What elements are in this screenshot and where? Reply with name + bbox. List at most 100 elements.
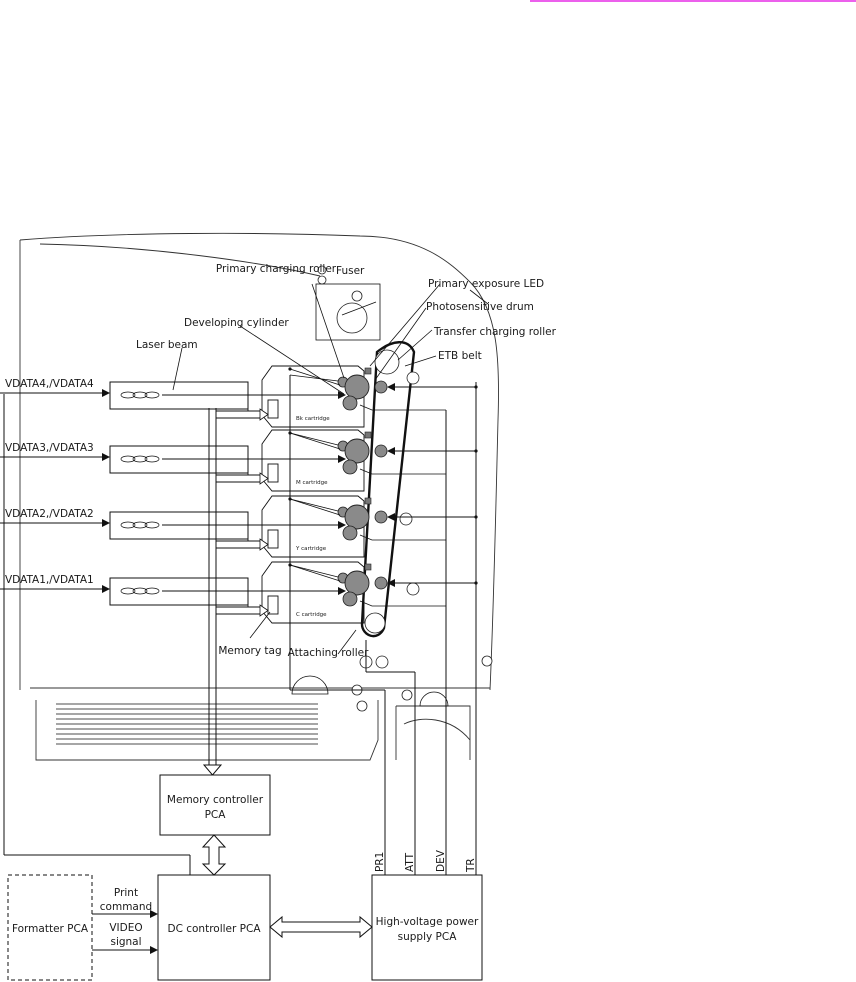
scanner-lens-1 xyxy=(144,391,160,399)
vdata-label-2: VDATA3,/VDATA3 xyxy=(5,442,94,454)
dc-controller-label: DC controller PCA xyxy=(167,923,261,935)
scanner-lens-2 xyxy=(132,455,148,463)
video-arrowhead-1 xyxy=(102,389,110,397)
memory-tag-3 xyxy=(267,529,279,549)
developer-wire-b-3 xyxy=(289,498,341,516)
memory-tag-2 xyxy=(267,463,279,483)
transfer-charging-roller-1 xyxy=(374,380,388,394)
memory-controller-pca xyxy=(159,774,271,836)
video-signal-label-2: signal xyxy=(110,936,141,948)
cartridge-label-2: M cartridge xyxy=(296,480,328,486)
transfer-charging-roller-2 xyxy=(374,444,388,458)
laser-arrowhead-4 xyxy=(338,587,346,595)
memory-tag-wire-4 xyxy=(247,593,263,608)
primary-exposure-led-label: Primary exposure LED xyxy=(428,278,544,290)
scanner-lens-2 xyxy=(120,455,136,463)
feed-rollers xyxy=(291,655,493,712)
laser-arrowhead-3 xyxy=(338,521,346,529)
tr-arrowhead-3 xyxy=(387,513,395,521)
scanner-lens-3 xyxy=(144,521,160,529)
memory-tag-label: Memory tag xyxy=(218,645,281,657)
video-signal-label: VIDEO xyxy=(109,922,142,934)
laser-arrowhead-2 xyxy=(338,455,346,463)
memory-link-arrow-2 xyxy=(259,472,269,485)
high-voltage-power-supply-pca xyxy=(371,874,483,981)
att-label: ATT xyxy=(404,852,416,872)
developing-cylinder-1 xyxy=(342,395,358,411)
print-command-label-2: command xyxy=(100,901,152,913)
scanner-lens-3 xyxy=(120,521,136,529)
high-voltage-label: High-voltage power xyxy=(376,916,479,928)
video-arrowhead-3 xyxy=(102,519,110,527)
photosensitive-drum-label: Photosensitive drum xyxy=(426,301,534,313)
transfer-charging-roller-label: Transfer charging roller xyxy=(433,326,557,338)
high-voltage-label-2: supply PCA xyxy=(398,931,458,943)
laser-beam-label: Laser beam xyxy=(136,339,198,351)
fuser-unit xyxy=(315,265,381,341)
transfer-charging-roller-3 xyxy=(374,510,388,524)
developer-wire-b-2 xyxy=(289,432,341,450)
memory-dc-link-arrow xyxy=(201,834,227,876)
dev-feed-3 xyxy=(359,534,446,541)
vdata-label-3: VDATA2,/VDATA2 xyxy=(5,508,94,520)
etb-belt xyxy=(360,341,420,638)
callout-leaders xyxy=(172,283,489,655)
scanner-lens-1 xyxy=(132,391,148,399)
scanner-lens-4 xyxy=(144,587,160,595)
paper-tray xyxy=(56,703,318,745)
memory-link-arrow-3 xyxy=(259,538,269,551)
exposure-led-1 xyxy=(364,367,372,375)
formatter-pca xyxy=(7,874,93,981)
memory-link-arrow-4 xyxy=(259,604,269,617)
fuser-label: Fuser xyxy=(336,265,365,277)
junction-dot-1 xyxy=(288,367,292,371)
attaching-roller-label: Attaching roller xyxy=(288,647,369,659)
developer-wire-b-4 xyxy=(289,564,341,582)
memory-controller-label-2: PCA xyxy=(205,809,227,821)
tr-label: TR xyxy=(465,858,477,873)
vdata-label-4: VDATA1,/VDATA1 xyxy=(5,574,94,586)
exposure-led-4 xyxy=(364,563,372,571)
laser-arrowhead-1 xyxy=(338,391,346,399)
exposure-led-3 xyxy=(364,497,372,505)
memory-bus xyxy=(202,408,223,776)
memory-tag-4 xyxy=(267,595,279,615)
video-bus xyxy=(3,394,191,875)
photosensitive-drum-3 xyxy=(344,504,370,530)
dev-feed-2 xyxy=(359,468,446,475)
developing-cylinder-3 xyxy=(342,525,358,541)
scanner-lens-2 xyxy=(144,455,160,463)
pr1-label: PR1 xyxy=(374,852,386,872)
cartridge-label-1: Bk cartridge xyxy=(296,416,330,422)
developing-cylinder-4 xyxy=(342,591,358,607)
cartridge-label-4: C cartridge xyxy=(296,612,327,618)
scanner-lens-3 xyxy=(132,521,148,529)
dc-hv-link-arrow xyxy=(269,915,373,939)
exposure-led-2 xyxy=(364,431,372,439)
transfer-charging-roller-4 xyxy=(374,576,388,590)
tr-arrowhead-1 xyxy=(387,383,395,391)
vdata-label-1: VDATA4,/VDATA4 xyxy=(5,378,94,390)
cartridge-label-3: Y cartridge xyxy=(295,546,327,552)
formatter-label: Formatter PCA xyxy=(12,923,89,935)
memory-tag-wire-3 xyxy=(247,527,263,542)
hv-bus-lines xyxy=(289,375,477,875)
memory-tag-1 xyxy=(267,399,279,419)
developer-wire-2 xyxy=(289,432,339,446)
scanner-lens-4 xyxy=(120,587,136,595)
tr-arrowhead-4 xyxy=(387,579,395,587)
dev-label: DEV xyxy=(435,849,447,872)
video-arrowhead-4 xyxy=(102,585,110,593)
developer-wire-3 xyxy=(289,498,339,512)
dev-feed-1 xyxy=(359,404,446,411)
developer-wire-4 xyxy=(289,564,339,578)
primary-charging-roller-label: Primary charging roller xyxy=(216,263,337,275)
dev-feed-4 xyxy=(359,600,446,607)
memory-controller-label: Memory controller xyxy=(167,794,264,806)
etb-belt-label: ETB belt xyxy=(438,350,482,362)
video-arrowhead-2 xyxy=(102,453,110,461)
developer-wire-1 xyxy=(289,374,339,382)
scanner-lens-4 xyxy=(132,587,148,595)
